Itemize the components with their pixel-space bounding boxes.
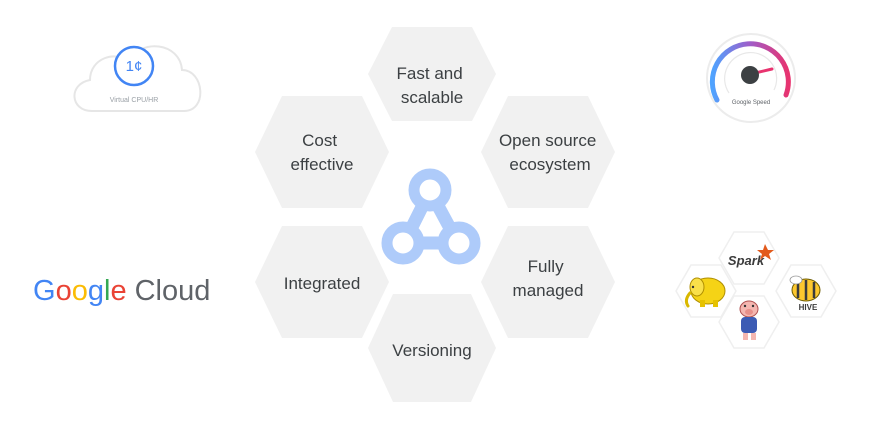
hex-fully-managed: Fully managed [481, 226, 615, 338]
hex-cost-effective: Cost effective [255, 96, 389, 208]
spark-label: Spark [728, 253, 765, 268]
cloud-icon: 1¢ Virtual CPU/HR [73, 45, 202, 112]
price-value: 1¢ [126, 58, 143, 75]
price-coin-icon [113, 45, 155, 87]
hex-label-versioning: Versioning [392, 341, 471, 360]
google-letter: e [110, 275, 126, 307]
hex-fast-and-scalable: Fast and scalable [368, 27, 496, 121]
google-letter: G [33, 275, 56, 307]
google-letter: g [88, 275, 104, 307]
dataproc-icon [381, 168, 481, 265]
hex-label-cost-effective: Cost effective [290, 131, 353, 174]
hex-label-integrated: Integrated [284, 274, 361, 293]
spark-logo-icon: Spark [728, 244, 774, 268]
google-letter: o [56, 275, 72, 307]
pig-icon [739, 300, 759, 340]
hex-integrated: Integrated [255, 226, 389, 338]
hadoop-elephant-icon [684, 277, 726, 308]
google-word: Google [33, 275, 127, 307]
hex-label-open-source-ecosystem: Open source ecosystem [499, 131, 601, 174]
speed-caption: Google Speed [732, 100, 770, 106]
hex-label-fully-managed: Fully managed [513, 257, 584, 300]
hive-bee-icon: HIVE [789, 275, 821, 312]
google-letter: l [104, 275, 110, 307]
ecosystem-logos: Spark HIVE [675, 231, 837, 349]
hex-label-fast-and-scalable: Fast and scalable [397, 64, 468, 107]
feature-hexagons: Fast and scalable Cost effective Open so… [255, 27, 615, 402]
hive-label: HIVE [799, 303, 818, 312]
hex-versioning: Versioning [368, 294, 496, 402]
speedometer-icon: Google Speed [706, 33, 796, 123]
hex-open-source-ecosystem: Open source ecosystem [481, 96, 615, 208]
google-letter: o [72, 275, 88, 307]
price-caption: Virtual CPU/HR [110, 97, 159, 104]
